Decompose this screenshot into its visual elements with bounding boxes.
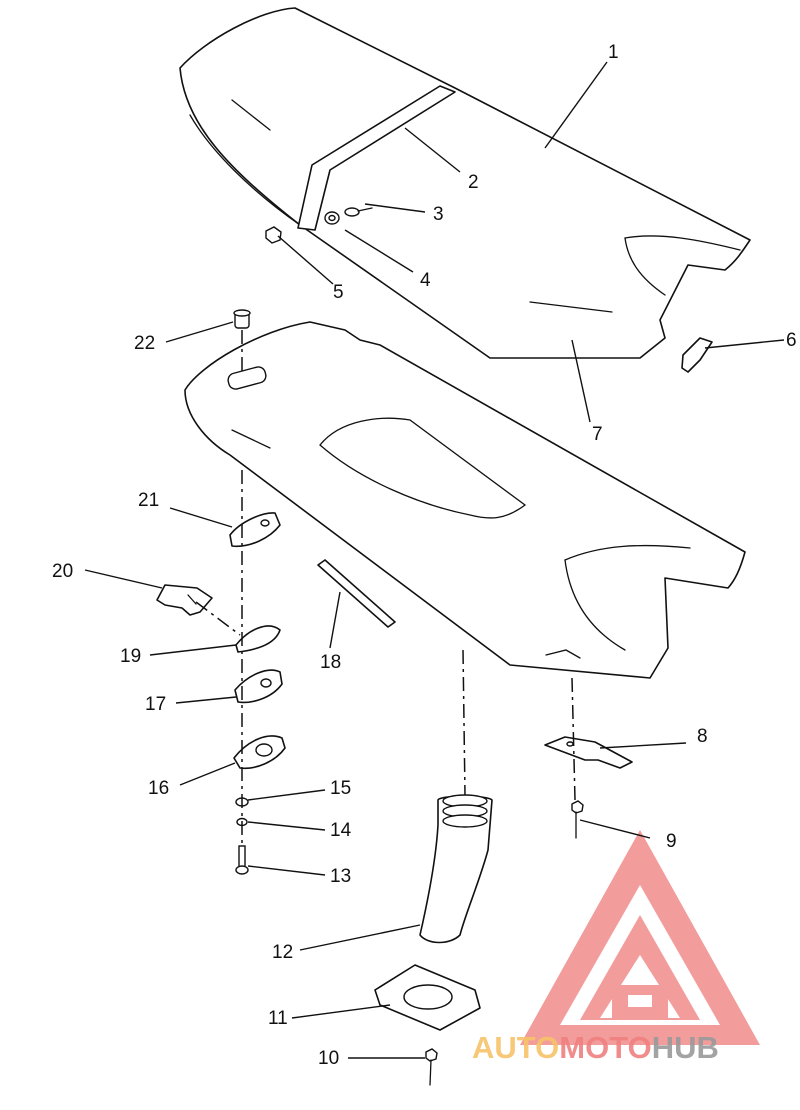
screw-9: [571, 800, 584, 839]
callout-8: 8: [697, 726, 708, 747]
nut-5: [265, 226, 282, 244]
latch-hook-6: [681, 337, 713, 373]
rubber-block-21: [229, 512, 281, 548]
callout-6: 6: [786, 330, 797, 351]
callout-18: 18: [320, 652, 341, 673]
svg-text:AUTOMOTOHUB: AUTOMOTOHUB: [472, 1030, 719, 1065]
gasket-plate-11: [374, 964, 481, 1031]
leader-lines: [84, 61, 785, 1059]
seat: [179, 7, 751, 359]
callout-11: 11: [268, 1008, 288, 1029]
callout-13: 13: [330, 866, 351, 887]
watermark-auto: AUTO: [472, 1030, 559, 1065]
screw-10: [425, 1048, 438, 1086]
washer-4: [324, 211, 340, 225]
spring-clip-19: [235, 625, 281, 653]
callout-20: 20: [52, 561, 73, 582]
callout-16: 16: [148, 778, 169, 799]
callout-5: 5: [333, 282, 344, 303]
watermark-moto: MOTO: [559, 1030, 651, 1065]
callout-19: 19: [120, 646, 141, 667]
callout-labels: 1 2 3 4 5 6 7 8 9 10 11 12 13 14 15 16 1…: [52, 42, 797, 1069]
latch-plate-16: [233, 735, 286, 770]
grommet-22: [233, 309, 251, 329]
callout-14: 14: [330, 820, 352, 841]
bracket-8: [544, 736, 633, 769]
callout-17: 17: [145, 694, 166, 715]
callout-22: 22: [134, 333, 155, 354]
callout-15: 15: [330, 778, 351, 799]
watermark-text: AUTOMOTOHUB: [472, 1030, 719, 1065]
callout-1: 1: [608, 42, 619, 63]
watermark-hub: HUB: [652, 1030, 719, 1065]
callout-7: 7: [592, 424, 603, 445]
callout-21: 21: [138, 490, 159, 511]
bolt-13: [235, 845, 249, 875]
callout-2: 2: [468, 172, 479, 193]
callout-3: 3: [433, 204, 444, 225]
watermark-logo: [520, 830, 760, 1045]
callout-4: 4: [420, 270, 431, 291]
seat-base: [184, 321, 746, 679]
callout-9: 9: [666, 831, 677, 852]
seat-strap: [297, 85, 456, 231]
callout-10: 10: [318, 1048, 339, 1069]
assembly-lines: [195, 330, 576, 846]
spacer-plate-17: [234, 669, 283, 704]
screw-3: [344, 207, 373, 217]
latch-20: [156, 584, 213, 616]
intake-duct-12: [419, 794, 493, 944]
callout-12: 12: [272, 942, 293, 963]
trim-strip-18: [317, 559, 396, 628]
